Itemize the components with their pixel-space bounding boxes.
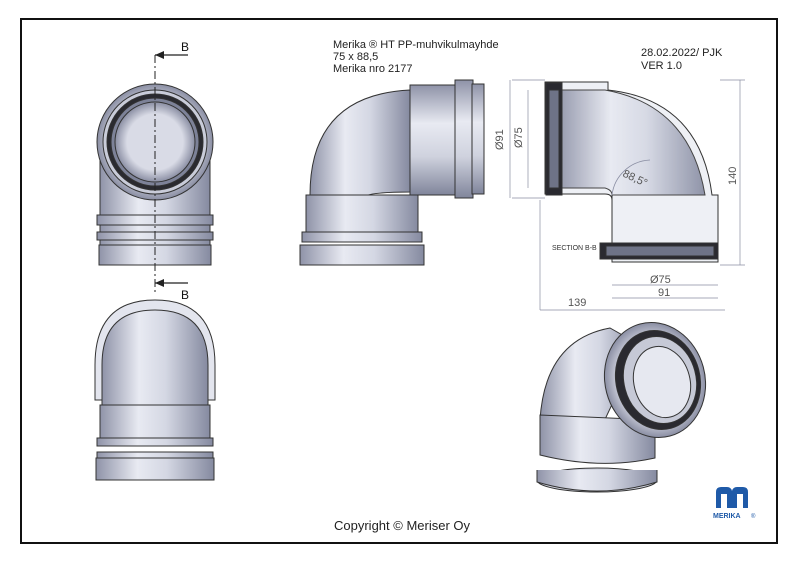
section-view [544, 81, 719, 263]
dimension-lines [509, 79, 745, 311]
dim-width-91: 91 [658, 287, 670, 299]
drawing-frame [20, 18, 778, 544]
merika-logo [716, 487, 748, 508]
dim-height-140: 140 [727, 167, 739, 185]
product-size: 75 x 88,5 [333, 51, 379, 63]
dim-d75-horizontal: Ø75 [650, 274, 671, 286]
drawing-version: VER 1.0 [641, 60, 682, 72]
dim-d75-vertical: Ø75 [513, 127, 525, 148]
section-marker-bottom: B [181, 288, 189, 302]
logo-text: MERIKA [713, 513, 741, 520]
bottom-view [94, 299, 216, 481]
angle-arc [611, 159, 651, 196]
copyright-text: Copyright © Meriser Oy [334, 518, 470, 533]
section-marker-top: B [181, 40, 189, 54]
logo-registered-mark: ® [751, 513, 756, 520]
side-view [299, 79, 485, 266]
drawing-date: 28.02.2022/ PJK [641, 47, 723, 59]
product-title: Merika ® HT PP-muhvikulmayhde [333, 39, 499, 51]
dim-d91: Ø91 [494, 129, 506, 150]
dim-width-139: 139 [568, 297, 586, 309]
product-number: Merika nro 2177 [333, 63, 413, 75]
isometric-view [536, 322, 707, 493]
section-label: SECTION B-B [552, 245, 597, 252]
section-line-b [154, 51, 188, 295]
